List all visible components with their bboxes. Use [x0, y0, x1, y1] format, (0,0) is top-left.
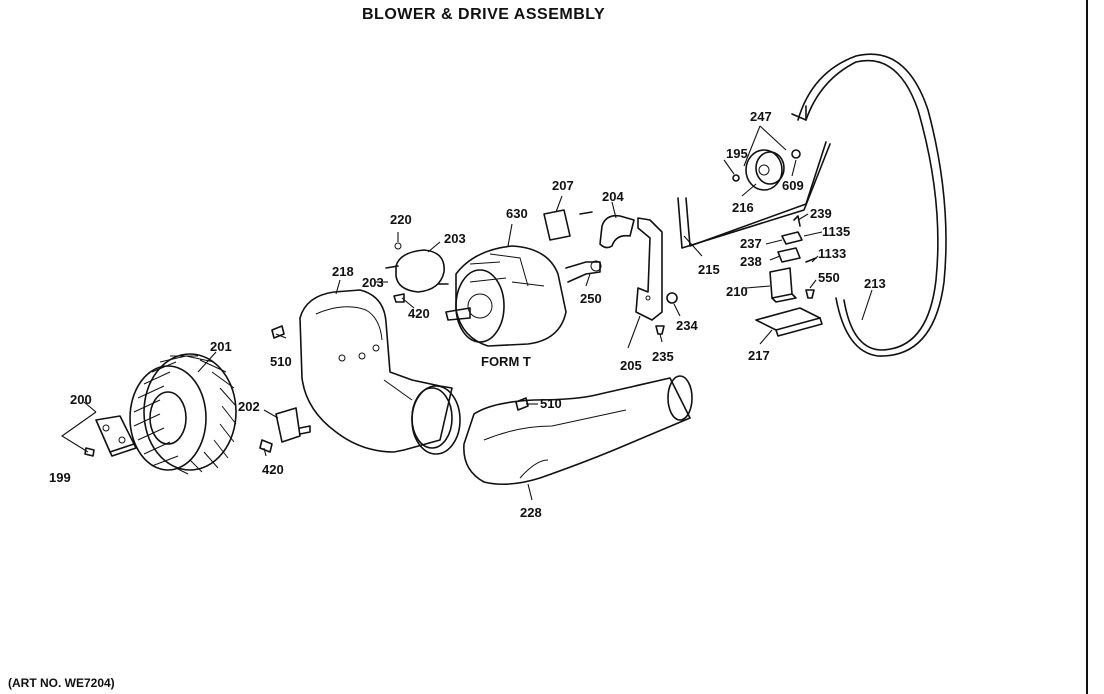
- duct-228: [463, 375, 693, 486]
- belt-213: [791, 53, 947, 357]
- screw-510-b: [515, 397, 529, 411]
- blower-wheel-201: [129, 353, 237, 475]
- rod-215: [677, 141, 831, 249]
- motor-630: [445, 245, 602, 347]
- part-label-234: 234: [676, 318, 698, 333]
- part-label-420-b: 420: [262, 462, 284, 477]
- part-label-550: 550: [818, 270, 840, 285]
- plate-217: [755, 307, 823, 337]
- part-label-203-a: 203: [444, 231, 466, 246]
- part-label-238: 238: [740, 254, 762, 269]
- part-label-630: 630: [506, 206, 528, 221]
- clamp-203: [385, 242, 449, 303]
- part-label-215: 215: [698, 262, 720, 277]
- part-label-216: 216: [732, 200, 754, 215]
- part-label-420-a: 420: [408, 306, 430, 321]
- screw-550: [805, 289, 815, 299]
- motor-form-note: FORM T: [481, 354, 531, 369]
- bracket-200: [84, 415, 137, 457]
- part-label-510-b: 510: [540, 396, 562, 411]
- screw-235: [655, 325, 665, 335]
- part-label-205: 205: [620, 358, 642, 373]
- page-title: BLOWER & DRIVE ASSEMBLY: [362, 6, 606, 23]
- part-label-200: 200: [70, 392, 92, 407]
- part-label-201: 201: [210, 339, 232, 354]
- part-label-510-a: 510: [270, 354, 292, 369]
- part-labels: 195 199 200 201 202 203 203 204 205 207 …: [49, 109, 886, 520]
- small-parts-237-239: [777, 215, 817, 263]
- switch-207: [543, 209, 593, 241]
- page-border-right: [1086, 0, 1088, 694]
- part-label-213: 213: [864, 276, 886, 291]
- part-label-203-b: 203: [362, 275, 384, 290]
- part-label-199: 199: [49, 470, 71, 485]
- part-label-217: 217: [748, 348, 770, 363]
- part-label-210: 210: [726, 284, 748, 299]
- part-label-195: 195: [726, 146, 748, 161]
- part-label-1133: 1133: [818, 246, 846, 261]
- part-label-202: 202: [238, 399, 260, 414]
- part-label-207: 207: [552, 178, 574, 193]
- part-label-250: 250: [580, 291, 602, 306]
- part-label-239: 239: [810, 206, 832, 221]
- bracket-202: [259, 407, 311, 453]
- bracket-210: [769, 267, 797, 303]
- part-label-235: 235: [652, 349, 674, 364]
- screw-510-a: [271, 325, 285, 339]
- part-label-218: 218: [332, 264, 354, 279]
- part-label-204: 204: [602, 189, 624, 204]
- pulley-216: [732, 149, 801, 191]
- part-label-609: 609: [782, 178, 804, 193]
- leader-lines: [61, 125, 873, 501]
- part-label-1135: 1135: [822, 224, 850, 239]
- part-label-228: 228: [520, 505, 542, 520]
- part-label-220: 220: [390, 212, 412, 227]
- bolt-234: [666, 292, 678, 304]
- clip-204: [599, 214, 635, 249]
- part-label-247: 247: [750, 109, 772, 124]
- part-label-237: 237: [740, 236, 762, 251]
- art-number: (ART NO. WE7204): [8, 676, 115, 690]
- bracket-205: [635, 217, 663, 321]
- blower-housing-218: [299, 289, 461, 455]
